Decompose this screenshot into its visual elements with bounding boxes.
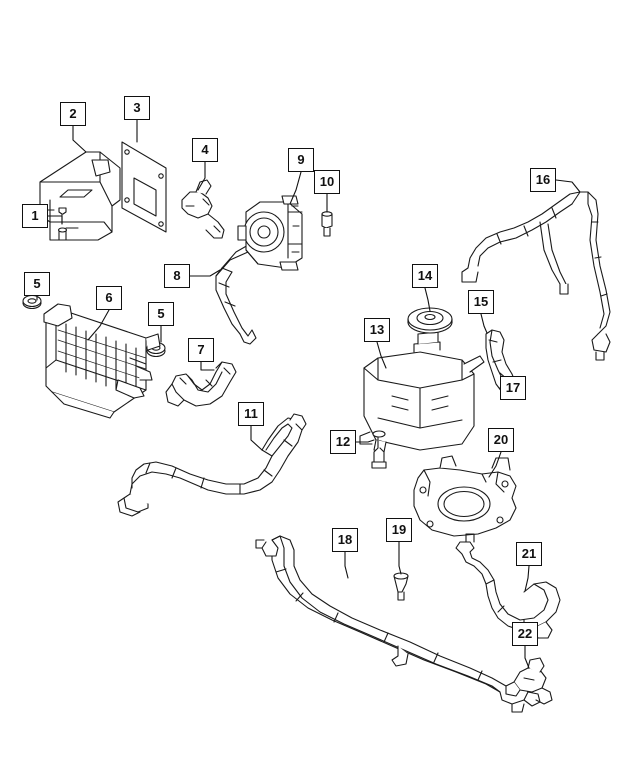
part-grommet-5a: [22, 294, 42, 310]
part-coolant-bottle-13: [359, 331, 485, 453]
part-hose-7: [165, 361, 237, 407]
callout-4[interactable]: 4: [192, 138, 218, 162]
part-pump-9: [237, 195, 333, 271]
callout-18[interactable]: 18: [332, 528, 358, 552]
callout-7[interactable]: 7: [188, 338, 214, 362]
callout-13[interactable]: 13: [364, 318, 390, 342]
callout-15[interactable]: 15: [468, 290, 494, 314]
callout-5-second[interactable]: 5: [148, 302, 174, 326]
part-screw-19: [393, 572, 409, 601]
part-hose-21: [455, 533, 561, 639]
callout-19[interactable]: 19: [386, 518, 412, 542]
part-valve-4: [181, 179, 225, 239]
callout-2[interactable]: 2: [60, 102, 86, 126]
callout-3[interactable]: 3: [124, 96, 150, 120]
part-fitting-12: [371, 430, 387, 469]
part-connector-22: [505, 657, 553, 705]
part-hose-11: [117, 413, 307, 517]
callout-17[interactable]: 17: [500, 376, 526, 400]
callout-1[interactable]: 1: [22, 204, 48, 228]
callout-12[interactable]: 12: [330, 430, 356, 454]
part-hose-18: [255, 535, 541, 713]
callout-21[interactable]: 21: [516, 542, 542, 566]
callout-16[interactable]: 16: [530, 168, 556, 192]
callout-20[interactable]: 20: [488, 428, 514, 452]
part-radiator-6: [43, 303, 161, 419]
callout-6[interactable]: 6: [96, 286, 122, 310]
callout-10[interactable]: 10: [314, 170, 340, 194]
part-cap-14: [407, 307, 453, 334]
part-bracket-2: [39, 151, 121, 241]
callout-9[interactable]: 9: [288, 148, 314, 172]
part-housing-20: [413, 455, 517, 537]
callout-8[interactable]: 8: [164, 264, 190, 288]
part-bracket-plate-3: [121, 141, 167, 233]
callout-11[interactable]: 11: [238, 402, 264, 426]
callout-5[interactable]: 5: [24, 272, 50, 296]
callout-22[interactable]: 22: [512, 622, 538, 646]
callout-14[interactable]: 14: [412, 264, 438, 288]
part-hose-16: [461, 191, 611, 361]
